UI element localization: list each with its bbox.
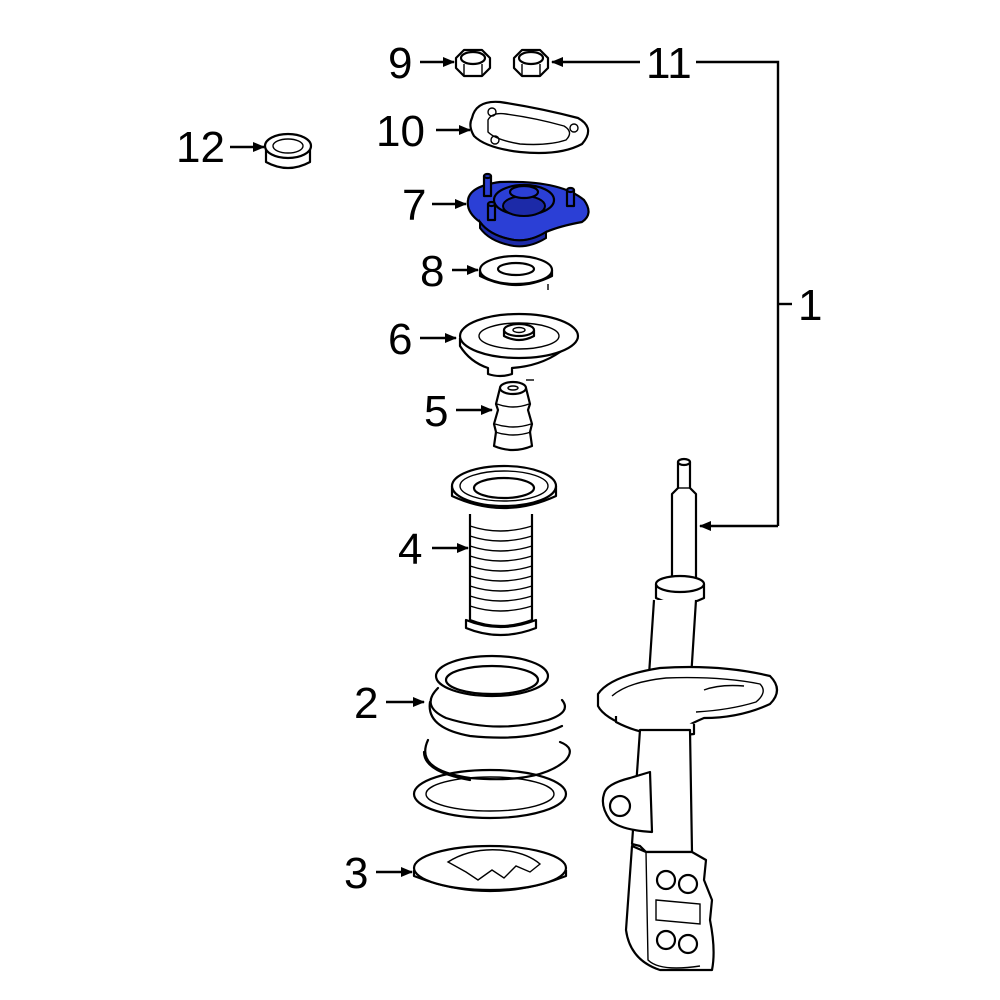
- callout-1: 1: [798, 281, 822, 330]
- callout-labels: 9 11 10 12 7 8 6 5 4 2 3 1: [176, 39, 822, 898]
- callout-2: 2: [354, 679, 378, 728]
- callout-5: 5: [424, 387, 448, 436]
- callout-3: 3: [344, 849, 368, 898]
- callout-8: 8: [420, 247, 444, 296]
- part-12-cap[interactable]: [263, 132, 313, 170]
- part-10-gasket[interactable]: [469, 100, 590, 155]
- part-5-bump-stopper[interactable]: [492, 379, 534, 452]
- leader-lines: [230, 57, 792, 877]
- part-6-upper-spring-seat[interactable]: [458, 312, 580, 378]
- part-1-strut-assembly[interactable]: [596, 457, 779, 972]
- callout-10: 10: [376, 107, 425, 156]
- callout-12: 12: [176, 123, 225, 172]
- part-2-coil-spring[interactable]: [412, 654, 571, 820]
- part-3-lower-insulator[interactable]: [412, 844, 568, 893]
- part-4-dust-boot[interactable]: [450, 464, 558, 637]
- callout-4: 4: [398, 525, 422, 574]
- part-8-bearing[interactable]: [478, 254, 554, 290]
- callout-11: 11: [646, 39, 692, 88]
- callout-7: 7: [402, 181, 426, 230]
- callout-9: 9: [388, 39, 412, 88]
- part-9-nut[interactable]: [454, 48, 492, 78]
- part-7-strut-mount[interactable]: [466, 172, 590, 248]
- callout-6: 6: [388, 315, 412, 364]
- part-11-nut[interactable]: [512, 48, 550, 78]
